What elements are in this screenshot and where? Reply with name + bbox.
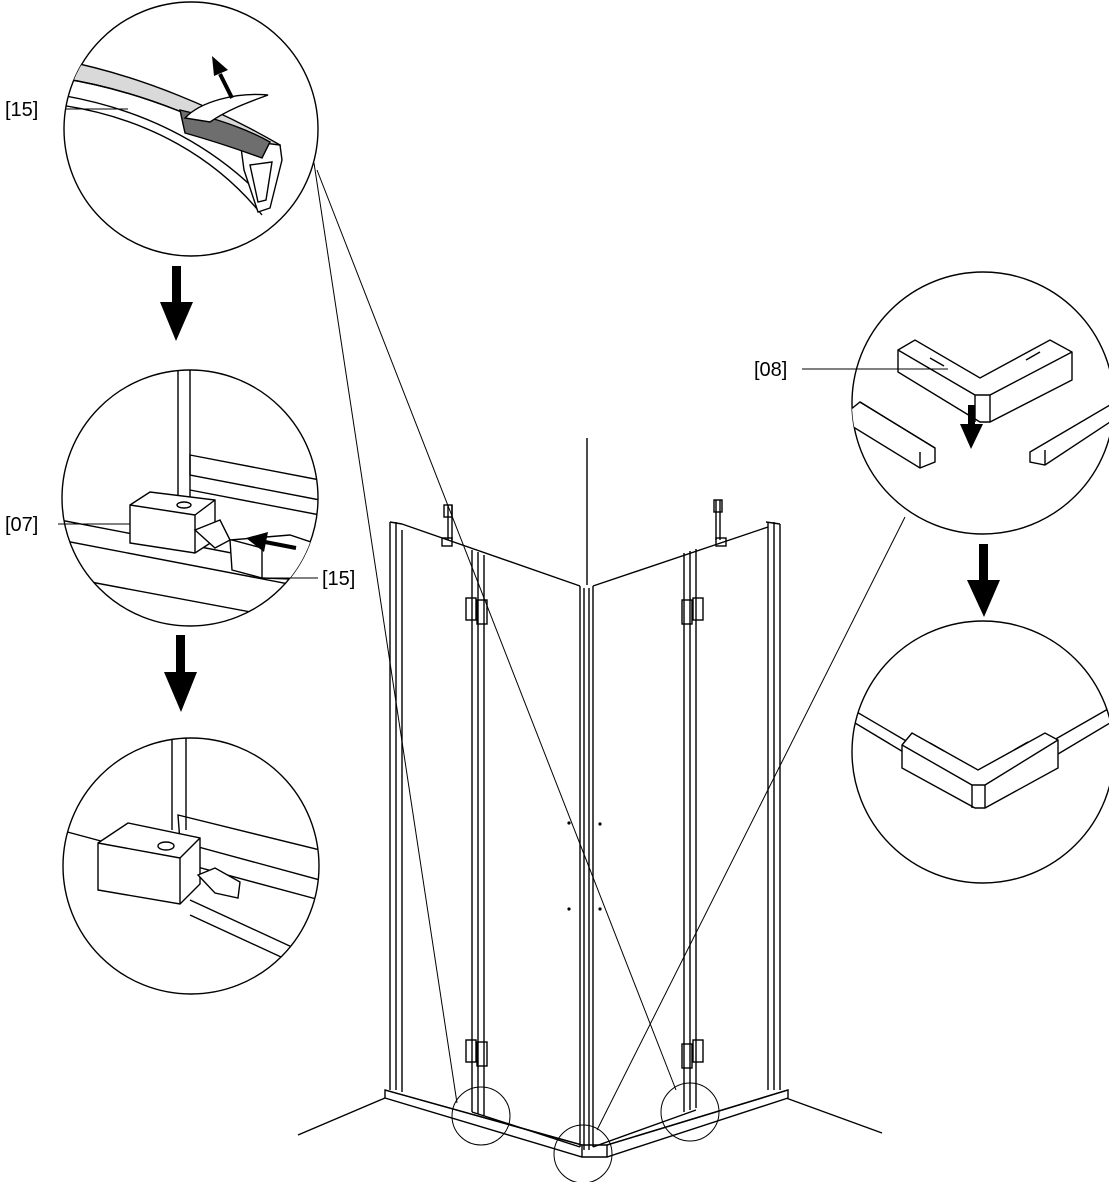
floor-line-right <box>785 1097 883 1134</box>
right-door-panel <box>592 526 769 1148</box>
up-arrow-icon <box>212 56 234 99</box>
hinge-right-top <box>681 597 704 625</box>
shower-enclosure <box>297 438 883 1158</box>
leader-line-1 <box>313 162 458 1104</box>
detail-end-cap-assembled <box>62 737 320 995</box>
wall-bracket-left <box>441 504 453 547</box>
detail-corner-cap-exploded: [08] <box>754 271 1109 535</box>
down-arrow-icon <box>164 635 197 712</box>
wall-bracket-right <box>713 499 727 547</box>
down-arrow-icon <box>960 405 983 449</box>
detail-tape-removal: [15] <box>5 1 319 257</box>
shower-tray <box>384 1089 789 1158</box>
leader-line-3 <box>596 516 906 1131</box>
left-arrow-icon <box>246 532 297 552</box>
label-part-07: [07] <box>5 514 38 536</box>
right-fixed-panel <box>765 521 781 1090</box>
hinge-left-top <box>465 597 488 625</box>
callout-circle-right <box>660 1082 720 1142</box>
handle-dots <box>567 821 602 911</box>
leader-line-2 <box>316 169 677 1091</box>
hinge-right-bottom <box>681 1039 704 1069</box>
floor-line-left <box>297 1097 386 1136</box>
label-part-15-mid: [15] <box>322 568 355 590</box>
label-part-15-top: [15] <box>5 99 38 121</box>
detail-end-cap-insert: [07] [15] <box>5 369 355 627</box>
hinge-left-bottom <box>465 1039 488 1067</box>
callout-circle-left <box>451 1086 511 1146</box>
label-part-08: [08] <box>754 359 787 381</box>
down-arrow-icon <box>967 544 1000 617</box>
corner-profile <box>579 586 594 1150</box>
detail-corner-cap-assembled <box>851 620 1109 884</box>
left-door-panel <box>401 523 581 1148</box>
left-fixed-panel <box>389 521 403 1092</box>
down-arrow-icon <box>160 266 193 341</box>
detail-callouts <box>313 162 906 1184</box>
